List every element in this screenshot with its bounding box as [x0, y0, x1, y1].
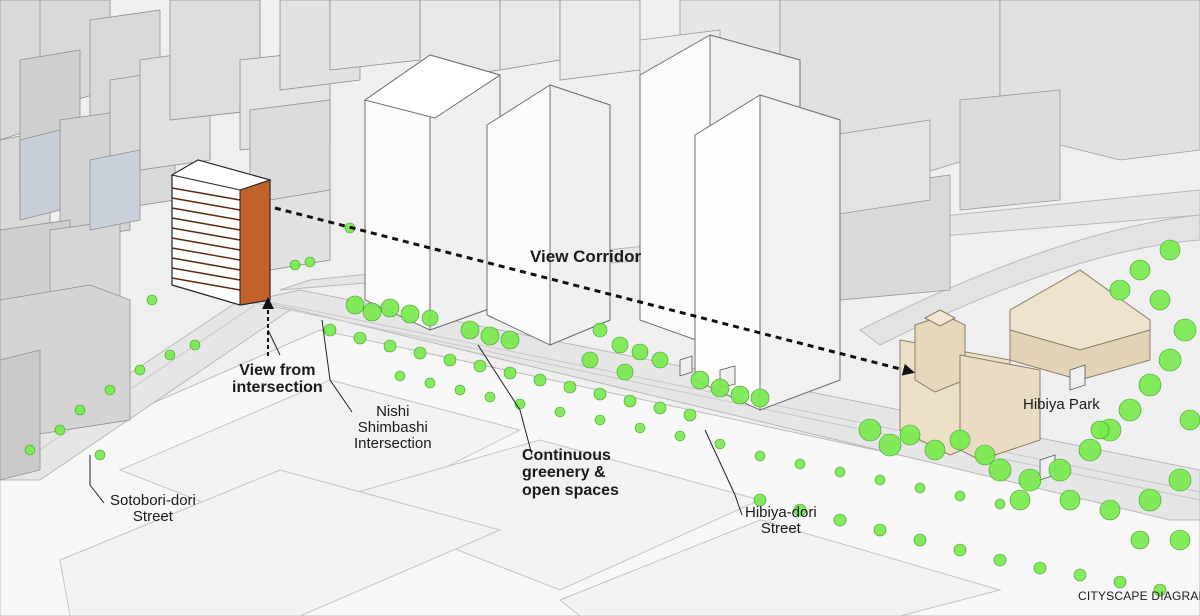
view-from-line-1: View from [239, 362, 316, 379]
small-structures [679, 355, 1086, 481]
sotobori-line-2: Street [132, 508, 173, 526]
existing-buildings-left [0, 0, 641, 481]
diagram-caption: CITYSCAPE DIAGRAM [1078, 589, 1200, 603]
leader-lines [89, 319, 743, 516]
view-from-intersection-label: View from intersection [232, 362, 323, 397]
new-towers [363, 34, 841, 411]
greenery-line-2: greenery & [522, 464, 606, 482]
greenery [24, 222, 1200, 597]
continuous-greenery-label: Continuous greenery & open spaces [522, 447, 619, 499]
hibiya-street-line-2: Street [760, 520, 801, 538]
nishi-line-1: Nishi [376, 403, 410, 420]
sotobori-dori-street-label: Sotobori-dori Street [110, 492, 196, 526]
nishi-line-3: Intersection [354, 435, 432, 453]
greenery-line-3: open spaces [522, 481, 619, 499]
view-from-line-2: intersection [232, 379, 323, 397]
historic-building [899, 269, 1151, 461]
nishi-line-2: Shimbashi [357, 419, 428, 437]
hibiya-dori-street-label: Hibiya-dori Street [745, 504, 817, 538]
hibiya-street-line-1: Hibiya-dori [745, 504, 817, 521]
focal-building [170, 159, 272, 306]
nishi-shimbashi-intersection-label: Nishi Shimbashi Intersection [354, 403, 432, 453]
greenery-line-1: Continuous [522, 447, 611, 464]
sotobori-line-1: Sotobori-dori [110, 492, 196, 509]
hibiya-park-label: Hibiya Park [1023, 396, 1100, 413]
view-corridor-label: View Corridor [530, 247, 642, 266]
